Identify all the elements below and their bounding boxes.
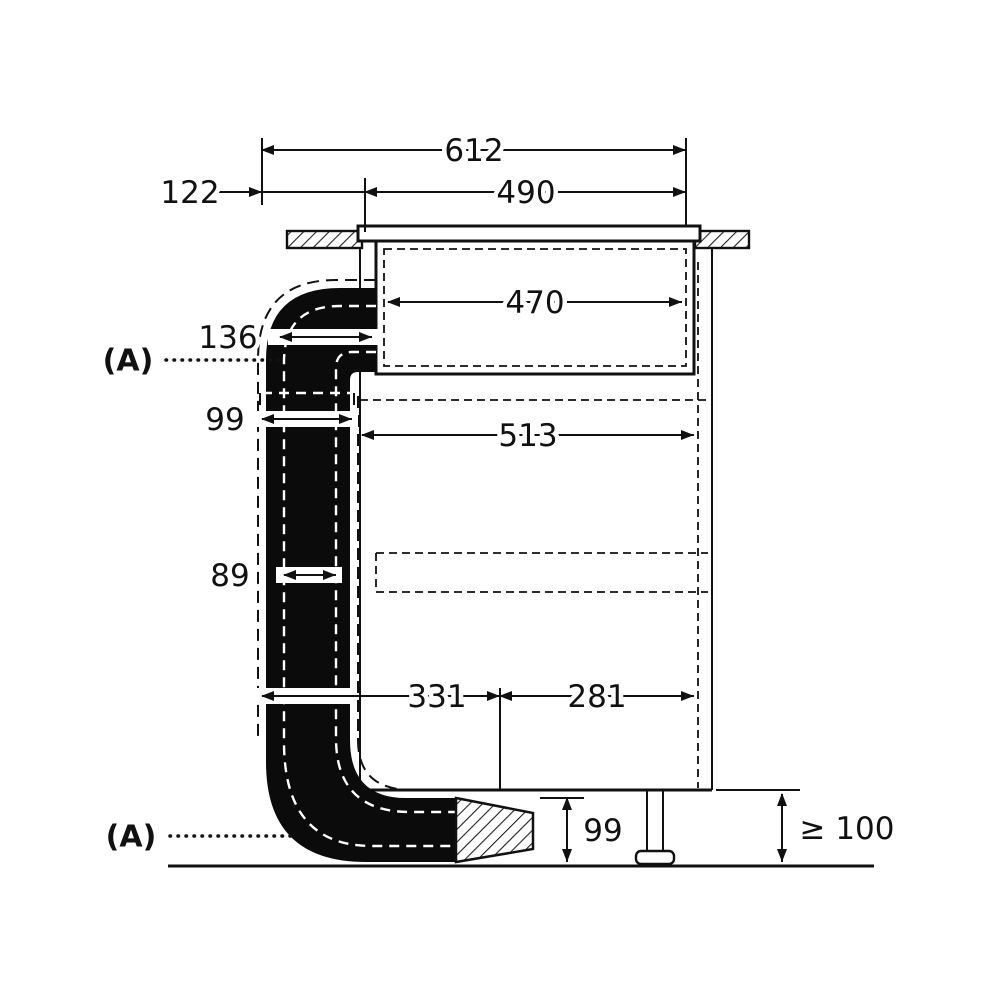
- dimension-min-plinth-height-label: ≥ 100: [800, 811, 895, 847]
- dimension-outlet-right: 281: [499, 674, 694, 719]
- dimension-outlet-left: 331: [261, 674, 500, 719]
- dimension-hob-inner-width: 470: [387, 280, 682, 325]
- dimension-left-offset: 122: [156, 170, 365, 215]
- section-marker-lower: (A): [103, 817, 296, 858]
- dimension-outlet-left-label: 331: [407, 679, 466, 715]
- duct-connector-sleeve: [260, 391, 354, 427]
- duct-top-elbow-and-column: [266, 288, 376, 745]
- dimension-connector-width: 99: [201, 397, 352, 442]
- dimension-min-plinth-height: ≥ 100: [777, 793, 899, 862]
- duct-clearance-bottom-inner: [357, 739, 456, 791]
- section-marker-upper: (A): [100, 341, 284, 382]
- flat-duct-adapter: [454, 796, 535, 864]
- dimension-duct-width-label: 89: [210, 558, 249, 594]
- dimension-left-offset-label: 122: [160, 175, 219, 211]
- dimension-cutout-width-label: 490: [496, 175, 555, 211]
- dimension-outlet-right-label: 281: [567, 679, 626, 715]
- cabinet-leg-foot: [634, 849, 676, 866]
- dimension-cabinet-inner-width-label: 513: [498, 418, 557, 454]
- dimension-cutout-width: 490: [364, 170, 686, 215]
- dimension-floor-duct-height-label: 99: [583, 813, 622, 849]
- hob-unit: [356, 224, 702, 376]
- duct-bottom-elbow-and-run: [266, 740, 456, 862]
- hob-body: [374, 239, 696, 376]
- worktop-right-section: [693, 229, 751, 250]
- hob-body-inner-dashed: [383, 248, 687, 367]
- section-marker-upper-label: (A): [103, 344, 154, 379]
- dimension-total-width: 612: [261, 128, 686, 173]
- dimension-duct-width: 89: [206, 553, 336, 598]
- section-marker-lower-label: (A): [106, 820, 157, 855]
- dimension-elbow-depth: 136: [194, 315, 372, 360]
- cabinet-leg: [634, 790, 676, 866]
- dimension-total-width-label: 612: [444, 133, 503, 169]
- duct-inner-line-inner: [334, 350, 456, 814]
- hob-top-plate: [356, 224, 702, 243]
- dimension-elbow-depth-label: 136: [198, 320, 257, 356]
- dimension-floor-duct-height: 99: [562, 797, 627, 862]
- dimension-cabinet-inner-width: 513: [361, 413, 694, 458]
- exhaust-duct: [257, 279, 535, 864]
- dimension-hob-inner-width-label: 470: [505, 285, 564, 321]
- duct-clearance-outline: [257, 279, 376, 742]
- dimension-connector-width-label: 99: [205, 402, 244, 438]
- worktop-left-section: [285, 229, 364, 250]
